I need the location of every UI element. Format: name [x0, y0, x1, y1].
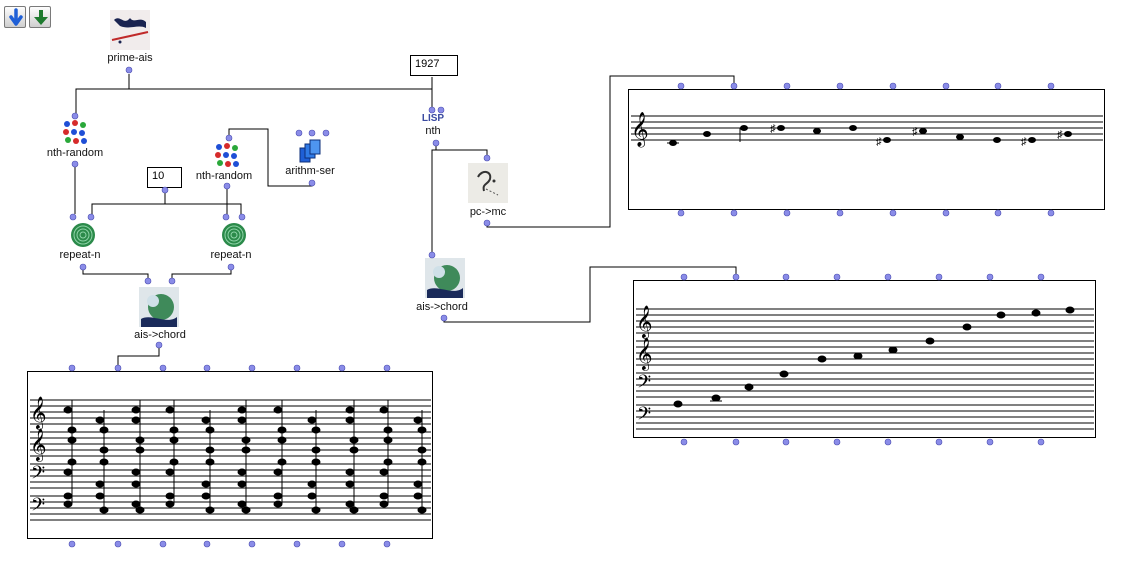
ais-chord-icon [139, 287, 179, 327]
chord-notehead [237, 500, 247, 508]
nth-label[interactable]: nth [425, 125, 441, 137]
arithm-ser-box[interactable] [298, 138, 324, 164]
repeat-n-label-1: repeat-n [59, 249, 101, 261]
chord-notehead [237, 468, 247, 476]
svg-text:𝄢: 𝄢 [31, 463, 45, 488]
chord-notehead [165, 406, 175, 414]
chord-notehead [379, 468, 389, 476]
ais-chord-icon [425, 258, 465, 298]
year-input[interactable]: 1927 [410, 55, 458, 76]
chord-notehead [131, 406, 141, 414]
chord-notehead [237, 406, 247, 414]
prime-ais-box[interactable] [110, 10, 150, 50]
svg-text:𝄞: 𝄞 [30, 428, 47, 462]
svg-text:𝄞: 𝄞 [636, 305, 653, 339]
svg-text:𝄢: 𝄢 [31, 495, 45, 520]
staff-notation-right: 𝄞 𝄞 𝄢 𝄢 [636, 305, 1094, 430]
chord-notehead [63, 492, 73, 500]
chord-notehead [237, 480, 247, 488]
move-down-button[interactable] [4, 6, 26, 28]
chord-notehead [345, 500, 355, 508]
repeat-n-box-1[interactable] [70, 222, 96, 248]
ais-chord-label-1: ais->chord [134, 329, 186, 341]
pc-mc-icon [468, 163, 508, 203]
chord-notehead [413, 416, 423, 424]
repeat-n-box-2[interactable] [221, 222, 247, 248]
chord-notehead [413, 492, 423, 500]
chord-notehead [95, 480, 105, 488]
ais-chord-box-2[interactable] [425, 258, 465, 298]
chord-notehead [273, 492, 283, 500]
chord-notehead [379, 492, 389, 500]
prime-ais-icon [110, 10, 150, 50]
chord-notehead [95, 492, 105, 500]
lisp-badge: LISP [421, 113, 445, 124]
move-down-green-button[interactable] [29, 6, 51, 28]
chord-notehead [201, 492, 211, 500]
chord-notehead [345, 406, 355, 414]
chord-notehead [201, 480, 211, 488]
chord-notehead [63, 468, 73, 476]
chord-notehead [413, 480, 423, 488]
chord-notehead [131, 500, 141, 508]
chord-seq-editor-left[interactable]: 𝄞 𝄞 𝄢 𝄢 [27, 371, 433, 539]
svg-text:♯: ♯ [1057, 129, 1063, 141]
chord-notehead [63, 500, 73, 508]
pc-mc-label: pc->mc [469, 206, 507, 218]
chord-notehead [95, 416, 105, 424]
chord-notehead [131, 480, 141, 488]
nth-random-box-2[interactable] [214, 143, 242, 169]
nth-random-box-1[interactable] [62, 120, 90, 146]
svg-text:♯: ♯ [1021, 136, 1027, 148]
chord-notehead [273, 406, 283, 414]
nth-random-label-2: nth-random [195, 170, 253, 182]
chord-notehead [379, 500, 389, 508]
ais-chord-label-2: ais->chord [416, 301, 468, 313]
arrow-down-green-icon [34, 10, 48, 25]
chord-notehead [345, 480, 355, 488]
chord-notehead [165, 500, 175, 508]
chord-notehead [345, 416, 355, 424]
prime-ais-label: prime-ais [107, 52, 153, 64]
svg-text:𝄞: 𝄞 [30, 396, 47, 430]
stacked-cards-icon [299, 139, 321, 163]
count-input[interactable]: 10 [147, 167, 182, 188]
chord-seq-editor-top[interactable]: 𝄞 ♯ ♯ ♯ ♯ ♯ [628, 89, 1105, 210]
pc-mc-box[interactable] [468, 163, 508, 203]
chord-notehead [201, 416, 211, 424]
chord-notehead [63, 406, 73, 414]
svg-text:♯: ♯ [912, 126, 918, 138]
chord-notehead [273, 468, 283, 476]
spiral-icon [222, 223, 246, 247]
arithm-ser-label: arithm-ser [285, 165, 335, 177]
chord-notehead [237, 416, 247, 424]
chord-notehead [307, 492, 317, 500]
treble-clef-icon: 𝄞 [631, 112, 649, 148]
spiral-icon [71, 223, 95, 247]
chord-notehead [345, 468, 355, 476]
svg-text:♯: ♯ [770, 123, 776, 135]
repeat-n-label-2: repeat-n [210, 249, 252, 261]
svg-text:♯: ♯ [876, 136, 882, 148]
colored-dots-icon [63, 120, 87, 144]
chord-seq-editor-right[interactable]: 𝄞 𝄞 𝄢 𝄢 [633, 280, 1096, 438]
colored-dots-icon [215, 143, 239, 167]
svg-text:𝄞: 𝄞 [636, 337, 653, 371]
staff-notation-left: 𝄞 𝄞 𝄢 𝄢 [30, 396, 431, 521]
staff-notation-top: 𝄞 ♯ ♯ ♯ ♯ ♯ [631, 112, 1103, 148]
nth-random-label-1: nth-random [46, 147, 104, 159]
chord-notehead [307, 416, 317, 424]
chord-notehead [273, 500, 283, 508]
chord-notehead [165, 468, 175, 476]
chord-notehead [307, 480, 317, 488]
svg-text:𝄢: 𝄢 [637, 404, 651, 429]
arrow-down-blue-icon [9, 8, 23, 26]
chord-notehead [131, 416, 141, 424]
ais-chord-box-1[interactable] [139, 287, 179, 327]
chord-notehead [379, 406, 389, 414]
chord-notehead [131, 468, 141, 476]
chord-notehead [165, 492, 175, 500]
svg-text:𝄢: 𝄢 [637, 372, 651, 397]
